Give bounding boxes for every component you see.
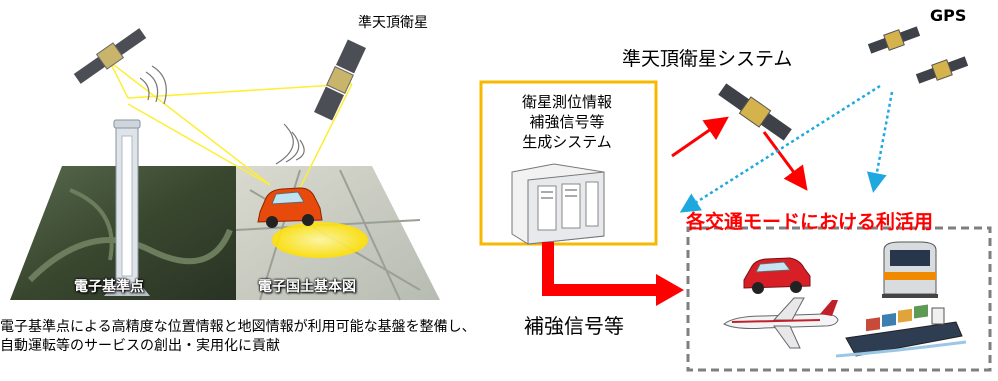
gps-satellite-icon: [867, 26, 921, 54]
map-base: [10, 166, 440, 301]
satellite-icon: [73, 28, 147, 84]
transport-mode-heading: 各交通モードにおける利活用: [686, 211, 934, 233]
gps-to-users-arrow: [866, 91, 894, 193]
gps-to-system-arrow: [679, 84, 881, 213]
car-icon: [257, 187, 323, 228]
qzss-system-label: 準天頂衛星システム: [622, 48, 793, 70]
satellite-icon: [314, 39, 366, 121]
transport-modes-box: [686, 226, 992, 372]
signal-waves-qzss: [275, 123, 305, 165]
augmentation-signal-label: 補強信号等: [524, 314, 624, 338]
augmentation-signal-arrow: [542, 242, 684, 306]
server-icon: [511, 163, 605, 245]
left-caption: 電子基準点による高精度な位置情報と地図情報が利用可能な基盤を整備し、自動運転等の…: [0, 319, 476, 354]
car-icon: [743, 257, 811, 294]
qzss-satellite-label: 準天頂衛星: [358, 15, 428, 31]
cors-label: 電子基準点: [74, 279, 144, 295]
cargo-ship-icon: [835, 304, 967, 358]
train-icon: [882, 241, 938, 298]
generation-system-title: 衛星測位情報 補強信号等 生成システム: [521, 93, 612, 151]
gps-label: GPS: [930, 6, 967, 25]
beam-glow: [272, 222, 368, 258]
downlink-arrow: [762, 131, 808, 191]
uplink-arrow: [671, 116, 729, 158]
cors-station-icon: [104, 119, 150, 296]
basemap-label: 電子国土基本図: [258, 279, 356, 295]
satellite-signal-lines: [109, 61, 353, 197]
satellite-icon: [718, 83, 792, 141]
signal-waves-left: [139, 65, 167, 105]
generation-system-box: [479, 80, 658, 246]
airplane-icon: [723, 297, 839, 349]
gps-satellite-icon: [915, 56, 969, 84]
